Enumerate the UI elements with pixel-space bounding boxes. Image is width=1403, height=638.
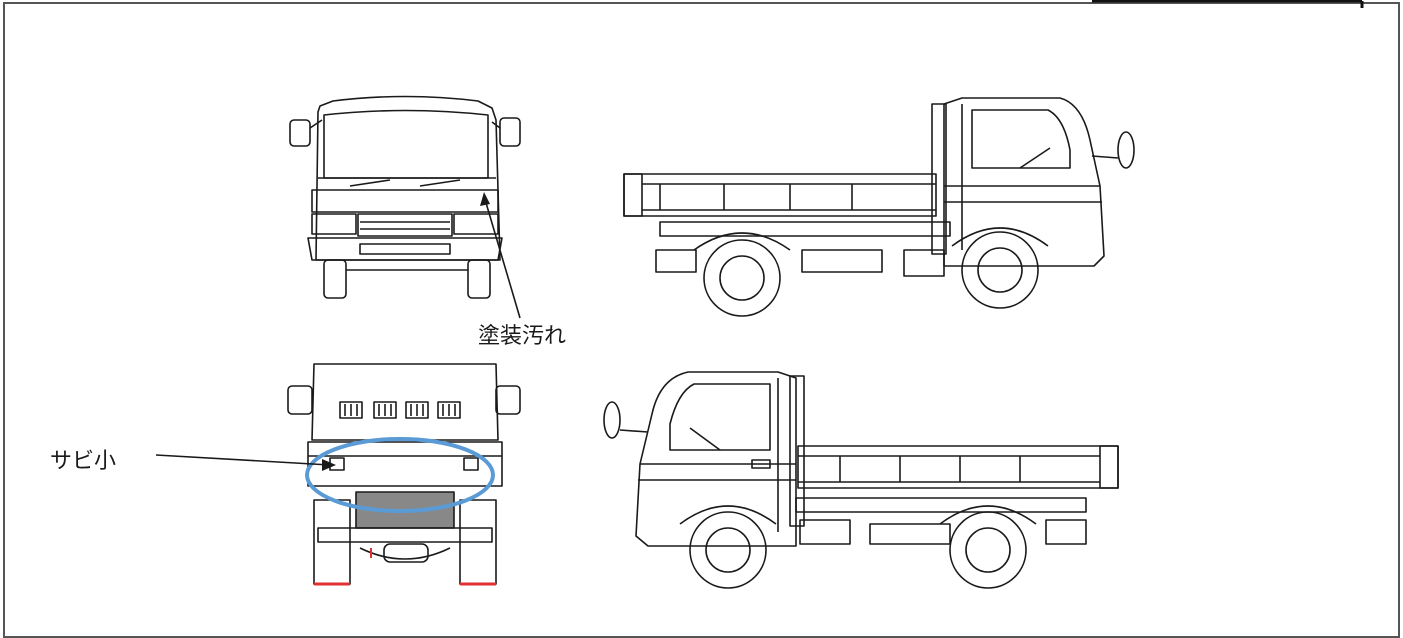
page-border: [3, 2, 1400, 638]
paint-dirt-pointer: [480, 192, 521, 319]
paint-dirt-label: 塗装汚れ: [478, 324, 566, 349]
arrow-head-icon: [480, 192, 490, 206]
minor-rust-label: サビ小: [50, 449, 116, 474]
rust-highlight-ellipse: [305, 437, 495, 513]
minor-rust-pointer: [155, 454, 336, 471]
vent-slots: [339, 401, 461, 419]
left-side-view: [603, 371, 1119, 589]
arrow-head-icon: [322, 459, 336, 471]
front-view: [289, 95, 521, 299]
right-side-view: [623, 97, 1135, 317]
rear-view: [287, 363, 521, 586]
